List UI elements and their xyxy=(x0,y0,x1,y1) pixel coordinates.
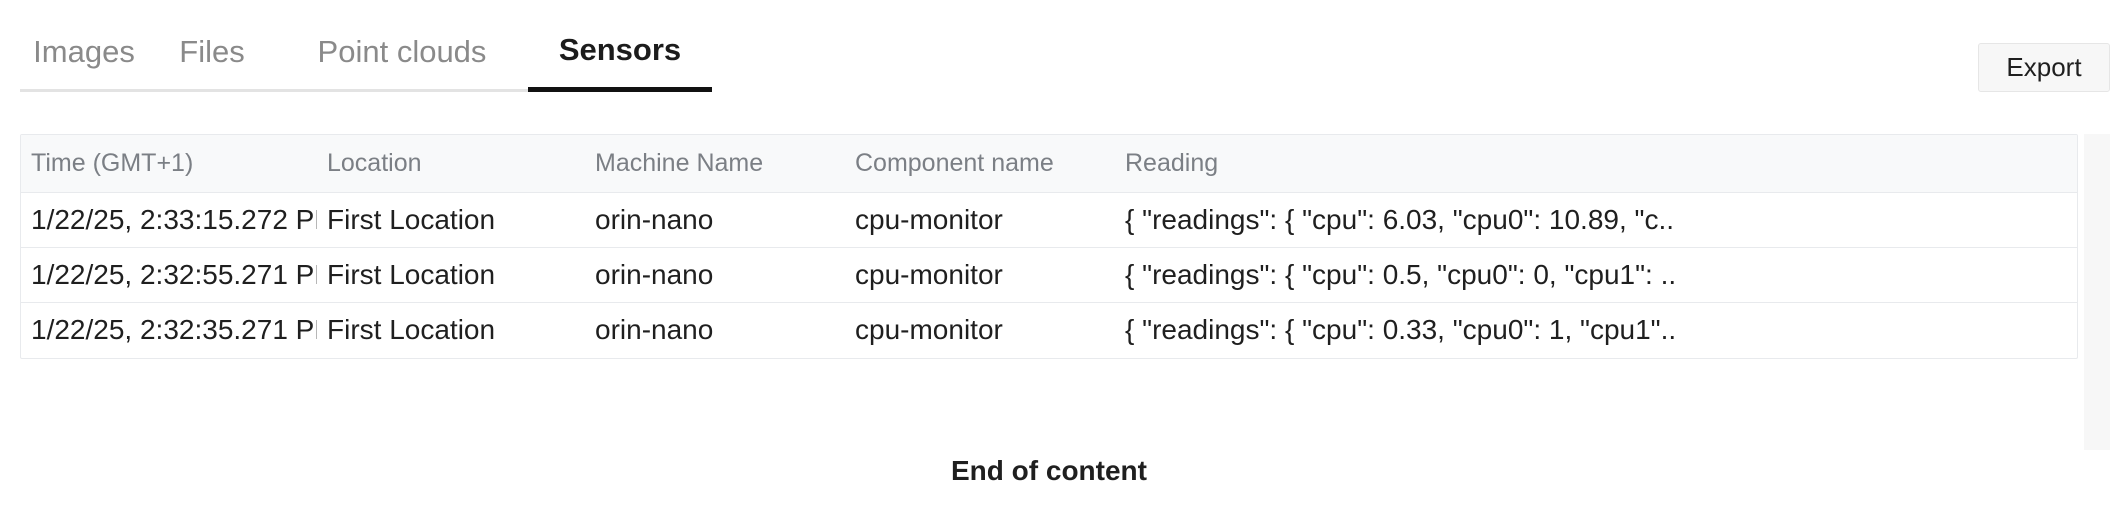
cell-reading: { "readings": { "cpu": 0.5, "cpu0": 0, "… xyxy=(1115,247,2077,303)
sensors-table-container: Time (GMT+1) Location Machine Name Compo… xyxy=(20,134,2078,359)
column-header-component-name[interactable]: Component name xyxy=(845,135,1115,193)
cell-component-name: cpu-monitor xyxy=(845,247,1115,303)
sensors-table: Time (GMT+1) Location Machine Name Compo… xyxy=(21,135,2077,358)
cell-machine-name: orin-nano xyxy=(595,314,714,346)
column-header-reading[interactable]: Reading xyxy=(1115,135,2077,193)
cell-reading-text: { "readings": { "cpu": 0.33, "cpu0": 1, … xyxy=(1125,314,1677,346)
tab-point-clouds[interactable]: Point clouds xyxy=(276,36,528,92)
column-header-location[interactable]: Location xyxy=(317,135,585,193)
cell-time: 1/22/25, 2:33:15.272 PM xyxy=(21,192,317,248)
table-body: 1/22/25, 2:33:15.272 PM First Location o… xyxy=(21,192,2077,358)
vertical-scrollbar[interactable] xyxy=(2084,134,2110,450)
tab-sensors[interactable]: Sensors xyxy=(528,34,712,92)
cell-location: First Location xyxy=(327,314,496,346)
cell-location: First Location xyxy=(317,247,585,303)
cell-time: 1/22/25, 2:32:55.271 PM xyxy=(21,247,317,303)
tab-list: Images Files Point clouds Sensors xyxy=(20,0,712,92)
cell-component-name: cpu-monitor xyxy=(845,192,1115,248)
cell-machine-name: orin-nano xyxy=(585,192,845,248)
cell-component-name: cpu-monitor xyxy=(855,314,1003,346)
column-header-time[interactable]: Time (GMT+1) xyxy=(21,135,317,193)
export-button[interactable]: Export xyxy=(1978,43,2110,92)
tab-files[interactable]: Files xyxy=(148,36,276,92)
column-header-machine-name[interactable]: Machine Name xyxy=(585,135,845,193)
table-row[interactable]: 1/22/25, 2:32:35.271 PM First Location o… xyxy=(21,303,2077,358)
table-header-row: Time (GMT+1) Location Machine Name Compo… xyxy=(21,135,2077,193)
cell-reading-text: { "readings": { "cpu": 6.03, "cpu0": 10.… xyxy=(1125,204,1675,235)
cell-reading-text: { "readings": { "cpu": 0.5, "cpu0": 0, "… xyxy=(1125,259,1677,290)
tab-images[interactable]: Images xyxy=(20,36,148,92)
table-header: Time (GMT+1) Location Machine Name Compo… xyxy=(21,135,2077,193)
end-of-content-label: End of content xyxy=(951,455,1147,486)
cell-reading: { "readings": { "cpu": 0.33, "cpu0": 1, … xyxy=(1115,303,2077,358)
table-row[interactable]: 1/22/25, 2:33:15.272 PM First Location o… xyxy=(21,192,2077,248)
cell-time: 1/22/25, 2:32:35.271 PM xyxy=(31,314,317,346)
cell-location: First Location xyxy=(317,192,585,248)
tab-bar: Images Files Point clouds Sensors Export xyxy=(0,0,2128,92)
table-row[interactable]: 1/22/25, 2:32:55.271 PM First Location o… xyxy=(21,247,2077,303)
cell-reading: { "readings": { "cpu": 6.03, "cpu0": 10.… xyxy=(1115,192,2077,248)
cell-machine-name: orin-nano xyxy=(585,247,845,303)
